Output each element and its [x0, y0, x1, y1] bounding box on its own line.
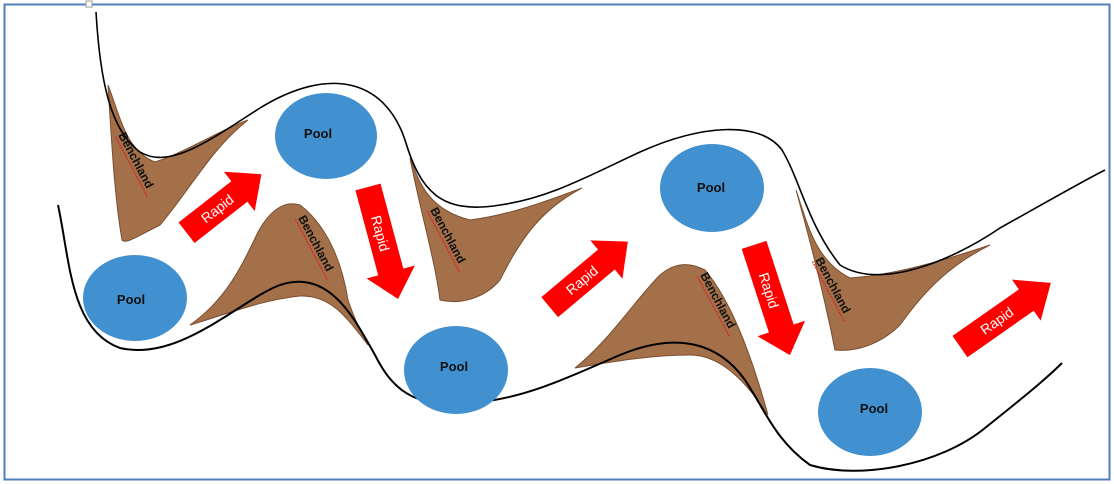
river-banks: [57, 11, 1106, 472]
spellcheck-underline: [294, 219, 328, 280]
frame-border: [3, 3, 1111, 481]
corner-handle: [85, 0, 93, 8]
pool-label: Pool: [860, 401, 888, 416]
benchland-shape: [795, 189, 991, 351]
pool-label: Pool: [304, 126, 332, 141]
spellcheck-underline: [811, 261, 845, 322]
pool-circle: [818, 368, 922, 456]
pool-circle: [83, 255, 187, 341]
pool-label: Pool: [697, 180, 725, 195]
benchland-shape: [574, 264, 769, 416]
spellcheck-underline: [696, 276, 730, 337]
upper-bank-line: [95, 11, 1106, 276]
pool-circle: [404, 326, 508, 414]
pool-circle: [275, 93, 377, 179]
rapid-arrow: Rapid: [952, 279, 1051, 358]
spellcheck-underline: [426, 211, 460, 272]
pool-label: Pool: [440, 359, 468, 374]
rapid-arrow: Rapid: [541, 240, 628, 318]
pool-label: Pool: [117, 292, 145, 307]
spellcheck-underline: [114, 136, 148, 197]
rapid-arrow: Rapid: [355, 183, 415, 300]
lower-bank-line: [57, 204, 1063, 472]
rapids: Rapid Rapid Rapid Rapid Rapid: [178, 171, 1051, 358]
benchlands: [107, 84, 991, 416]
benchland-shape: [409, 157, 583, 303]
rapid-arrow: Rapid: [741, 240, 806, 356]
pool-circle: [660, 144, 764, 232]
pools: Pool Pool Pool Pool Pool: [83, 93, 922, 456]
benchland-shape: [107, 84, 249, 242]
